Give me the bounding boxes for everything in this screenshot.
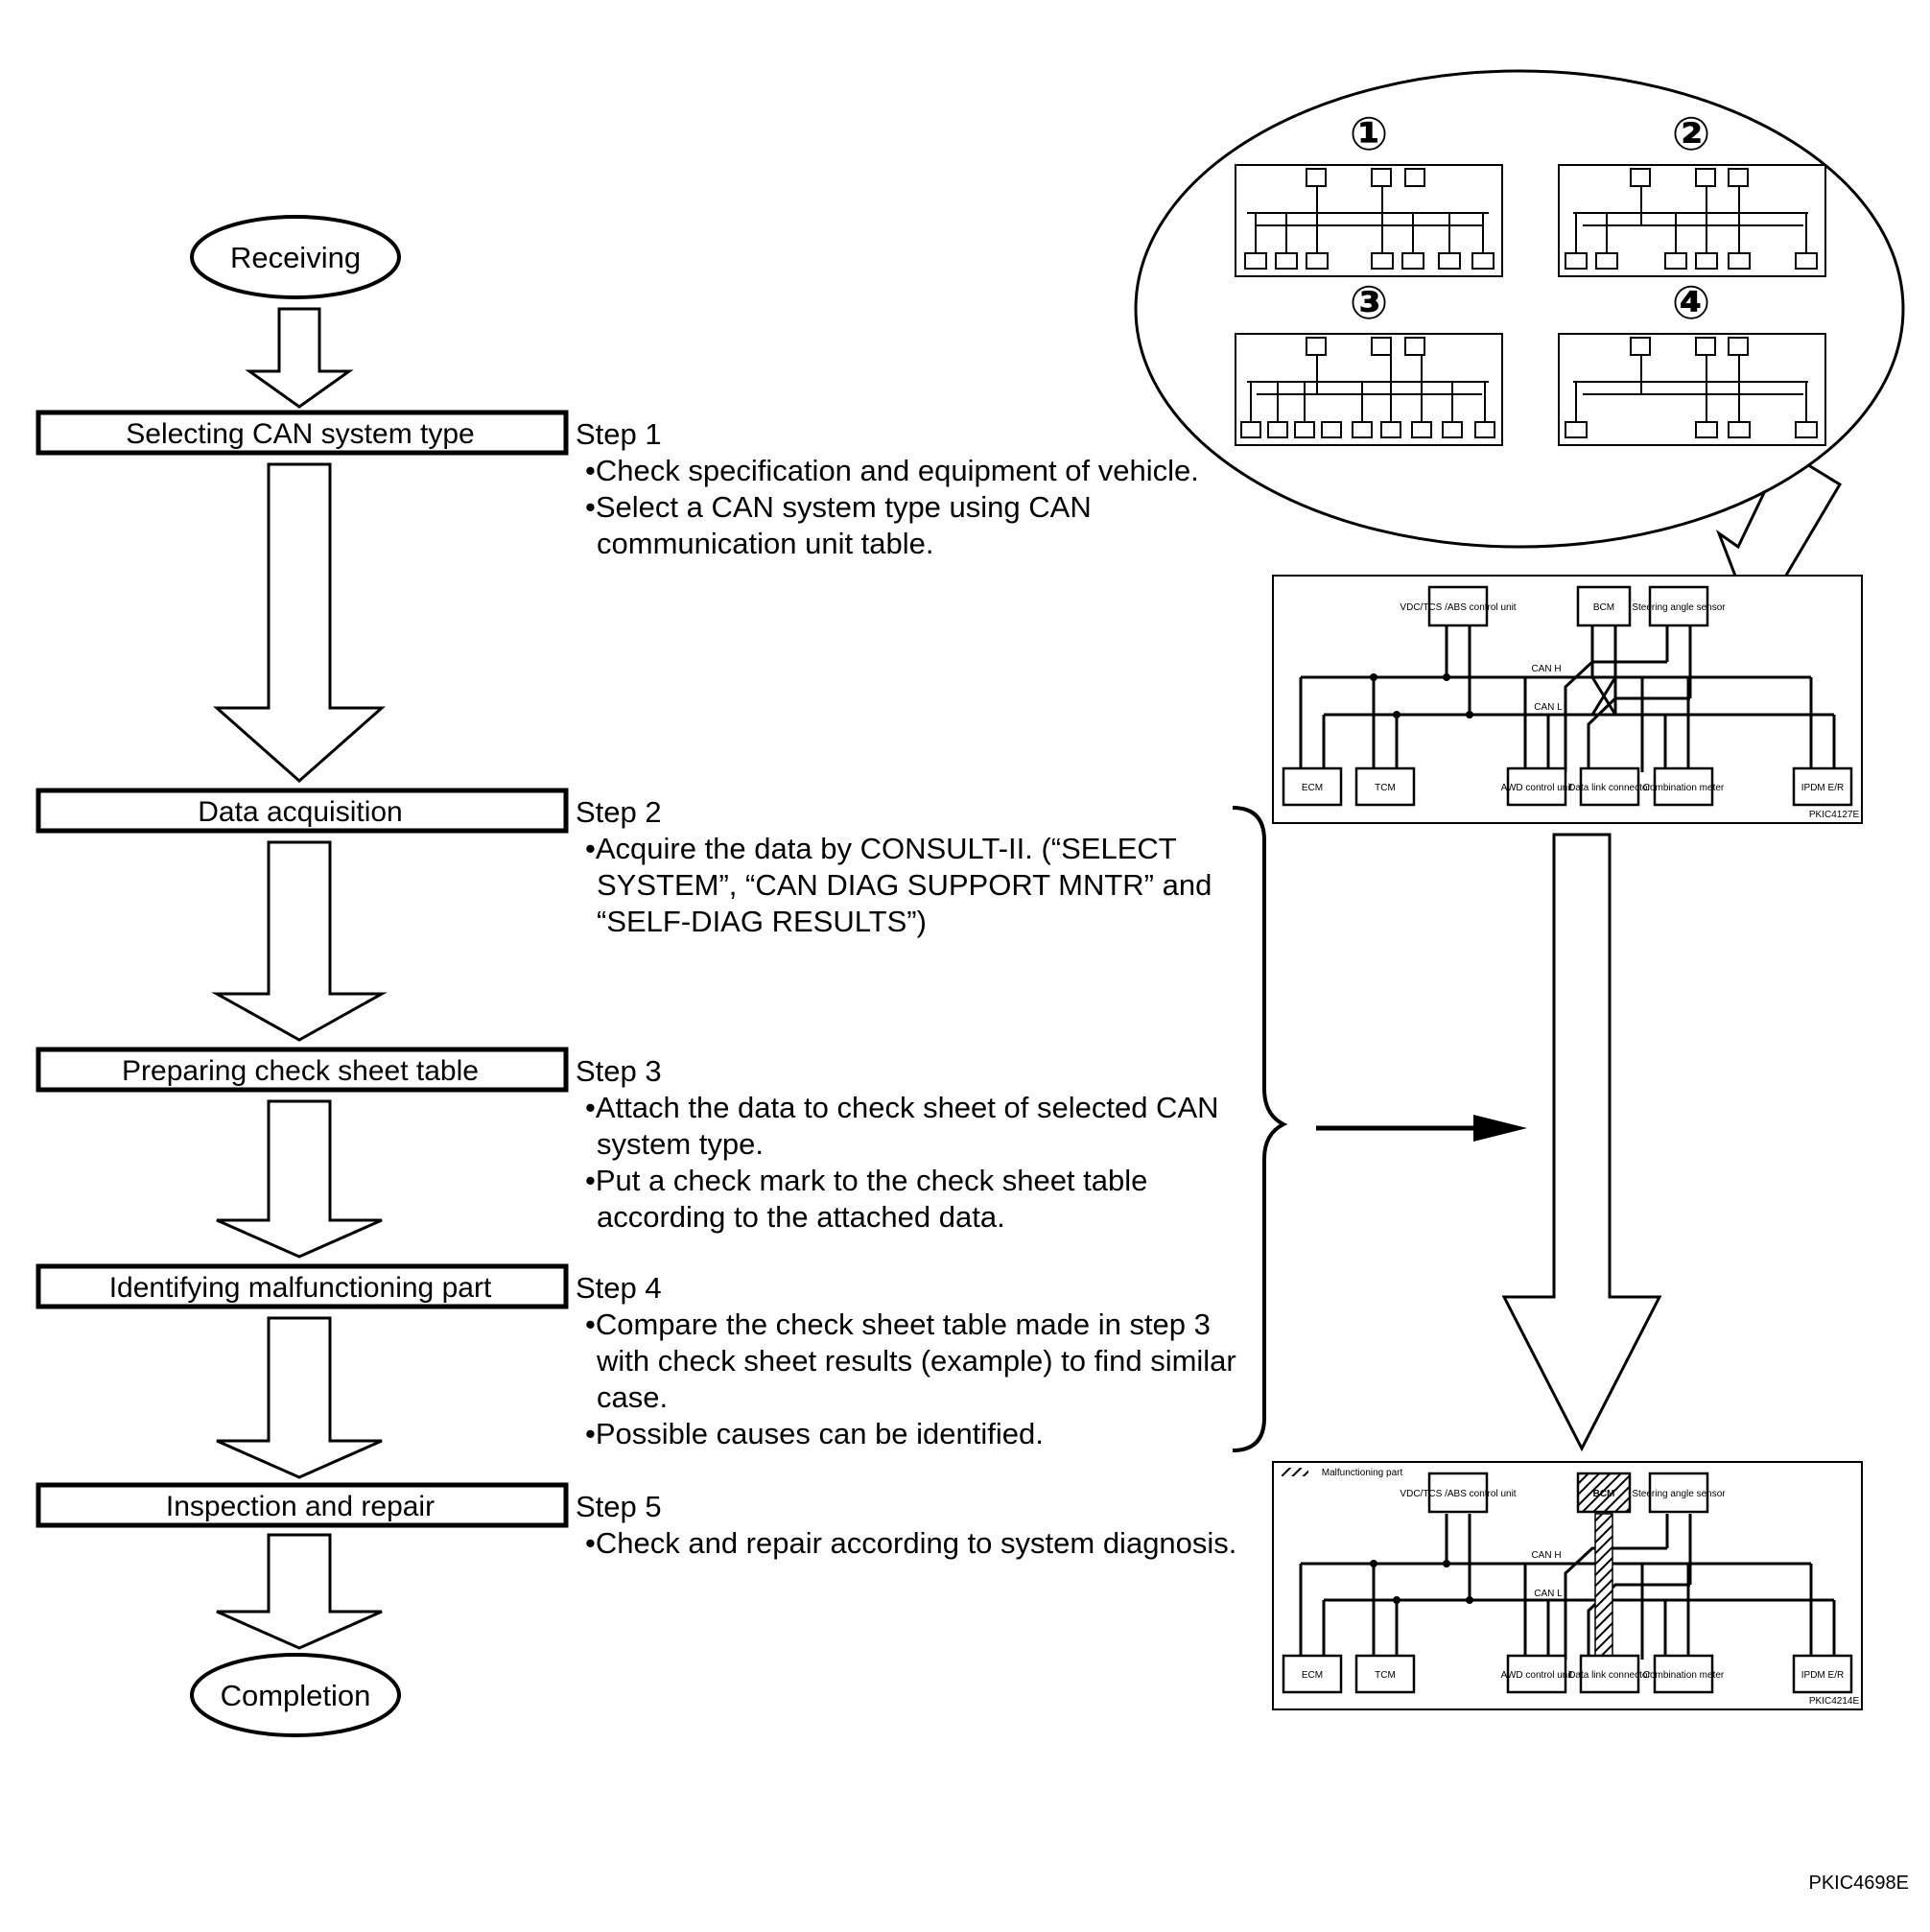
step1-box xyxy=(35,410,569,456)
d1-dlc-label: Data link connector xyxy=(1568,783,1651,793)
d1-canl-label: CAN L xyxy=(1534,702,1563,713)
d2-canh-label: CAN H xyxy=(1531,1550,1561,1561)
down-arrow-3 xyxy=(211,840,388,1042)
d2-legend-label: Malfunctioning part xyxy=(1322,1468,1403,1478)
figure-reference: PKIC4698E xyxy=(1808,1873,1909,1894)
step1-description: Step 1 •Check specification and equipmen… xyxy=(576,416,1266,562)
step1-bullet-1: •Check specification and equipment of ve… xyxy=(585,454,1199,487)
d1-steering-label: Steering angle sensor xyxy=(1632,602,1726,613)
step4-bullet-2: •Possible causes can be identified. xyxy=(585,1417,1044,1450)
d1-ref: PKIC4127E xyxy=(1809,810,1860,820)
down-arrow-4 xyxy=(216,1099,383,1259)
step4-description: Step 4 •Compare the check sheet table ma… xyxy=(576,1270,1247,1452)
step4-label: Step 4 xyxy=(576,1271,662,1305)
d2-vdc-label: VDC/TCS /ABS control unit xyxy=(1400,1489,1516,1499)
d2-ecm-label: ECM xyxy=(1302,1670,1323,1681)
down-arrow-2 xyxy=(213,462,386,784)
receiving-label: Receiving xyxy=(230,241,361,274)
d1-ipdm-label: IPDM E/R xyxy=(1801,783,1844,793)
d2-legend-swatch xyxy=(1282,1468,1308,1476)
marker-3: ③ xyxy=(1350,276,1389,330)
d2-steering-label: Steering angle sensor xyxy=(1632,1489,1726,1499)
down-arrow-1 xyxy=(245,307,354,409)
step1-bullet-2: •Select a CAN system type using CAN comm… xyxy=(585,490,1092,560)
d1-canh-label: CAN H xyxy=(1531,664,1561,674)
d1-ecm-label: ECM xyxy=(1302,783,1323,793)
step4-box xyxy=(35,1263,569,1309)
step3-bullet-1: •Attach the data to check sheet of selec… xyxy=(585,1091,1219,1161)
step4-bullet-1: •Compare the check sheet table made in s… xyxy=(585,1308,1236,1414)
step3-label: Step 3 xyxy=(576,1054,662,1088)
d2-bcm-hatched xyxy=(1576,1472,1632,1514)
d1-awd-label: AWD control unit xyxy=(1501,783,1573,793)
step3-box xyxy=(35,1047,569,1093)
step1-box-label: Selecting CAN system type xyxy=(126,418,474,450)
d2-tcm-label: TCM xyxy=(1375,1670,1396,1681)
step5-box-label: Inspection and repair xyxy=(166,1491,435,1522)
d1-meter-label: Combination meter xyxy=(1643,783,1725,793)
completion-oval xyxy=(190,1653,401,1737)
step3-box-label: Preparing check sheet table xyxy=(122,1055,479,1087)
down-arrow-6 xyxy=(216,1533,383,1650)
step2-box-label: Data acquisition xyxy=(198,796,402,828)
marker-1: ① xyxy=(1350,107,1389,161)
step5-label: Step 5 xyxy=(576,1490,662,1523)
receiving-oval xyxy=(190,215,401,299)
d1-vdc-label: VDC/TCS /ABS control unit xyxy=(1400,602,1516,613)
can-diagram-2: Malfunctioning part VDC/TCS /ABS control… xyxy=(1272,1461,1863,1710)
d2-canl-label: CAN L xyxy=(1534,1589,1563,1599)
step3-bullet-2: •Put a check mark to the check sheet tab… xyxy=(585,1164,1148,1234)
malfunction-path xyxy=(1594,1513,1613,1659)
step3-description: Step 3 •Attach the data to check sheet o… xyxy=(576,1053,1237,1236)
d1-bcm-label: BCM xyxy=(1593,602,1614,613)
d1-tcm-label: TCM xyxy=(1375,783,1396,793)
completion-label: Completion xyxy=(221,1679,371,1712)
step5-bullet-1: •Check and repair according to system di… xyxy=(585,1526,1237,1560)
step5-box xyxy=(35,1482,569,1528)
down-arrow-5 xyxy=(216,1316,383,1479)
step2-description: Step 2 •Acquire the data by CONSULT-II. … xyxy=(576,794,1237,940)
d2-dlc-label: Data link connector xyxy=(1568,1670,1651,1681)
d2-ipdm-label: IPDM E/R xyxy=(1801,1670,1844,1681)
step2-bullet-1: •Acquire the data by CONSULT-II. (“SELEC… xyxy=(585,832,1212,938)
step-brace xyxy=(1232,806,1288,1452)
d2-awd-label: AWD control unit xyxy=(1501,1670,1573,1681)
d2-meter-label: Combination meter xyxy=(1643,1670,1725,1681)
step4-box-label: Identifying malfunctioning part xyxy=(109,1272,492,1304)
can-diagram-1: VDC/TCS /ABS control unit BCM Steering a… xyxy=(1272,575,1863,824)
big-down-arrow xyxy=(1501,833,1662,1452)
step2-box xyxy=(35,788,569,834)
step5-description: Step 5 •Check and repair according to sy… xyxy=(576,1489,1276,1562)
marker-2: ② xyxy=(1672,107,1711,161)
d2-bcm-label: BCM xyxy=(1593,1489,1615,1499)
step1-label: Step 1 xyxy=(576,417,662,451)
marker-4: ④ xyxy=(1672,276,1711,330)
step2-label: Step 2 xyxy=(576,795,662,829)
brace-arrow-head xyxy=(1473,1115,1527,1142)
d2-ref: PKIC4214E xyxy=(1809,1696,1860,1707)
system-type-thumbnails xyxy=(1235,164,1826,446)
